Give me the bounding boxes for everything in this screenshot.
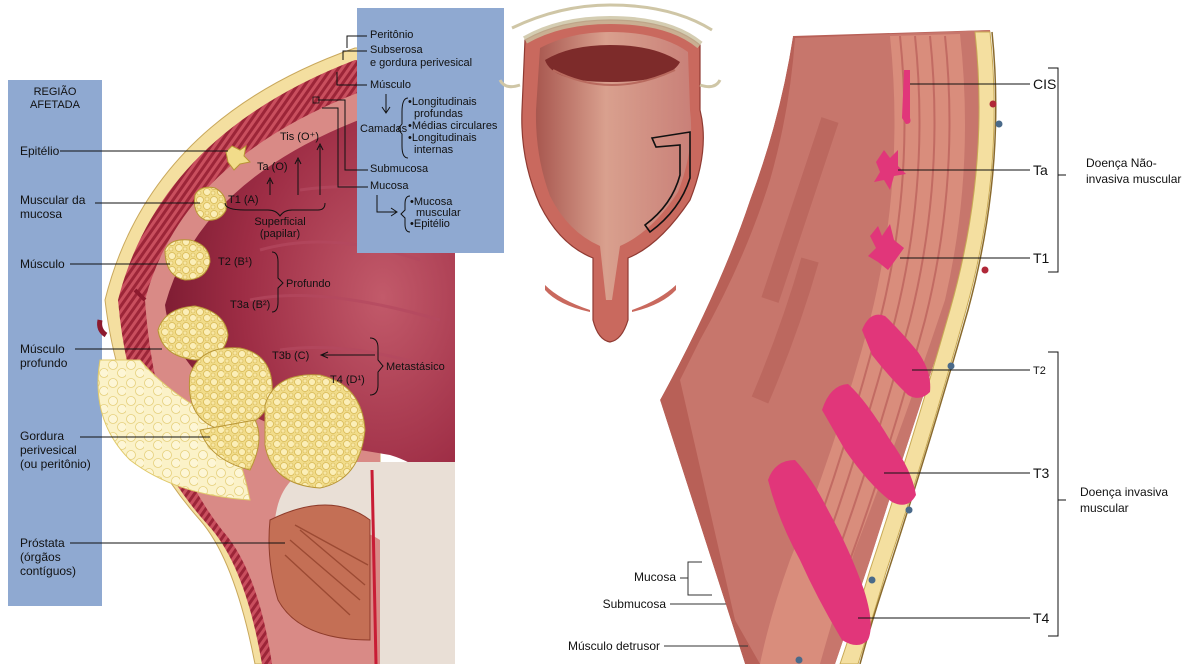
mucosa-layer-2: •Epitélio [410,218,450,230]
stage-t2: T2 (B¹) [218,256,252,268]
superficial-line-2: (papilar) [260,228,300,240]
muscle-layer-3: •Longitudinais [408,132,477,144]
non-invasive-line-1: Doença Não- [1086,156,1157,170]
layer-mucosa: Mucosa [370,180,409,192]
stage-tis: Tis (O⁺) [280,131,319,143]
tumor-t1 [194,187,226,220]
stage-ta-right: Ta [1033,162,1048,178]
muscle-layer-3b: internas [414,144,454,156]
region-muscle: Músculo [20,257,65,271]
stage-t2-right: T2 [1033,365,1046,377]
stage-metastatic: Metastásico [386,361,445,373]
region-fat-line-1: Gordura [20,429,64,443]
region-title-line-2: AFETADA [30,99,81,111]
invasive-line-2: muscular [1080,501,1129,515]
stage-cis-right: CIS [1033,76,1056,92]
stage-t4-right: T4 [1033,610,1050,626]
region-prostate-line-2: (órgãos [20,550,61,564]
layer-submucosa: Submucosa [370,163,429,175]
region-epithelium: Epitélio [20,144,60,158]
layer-mucosa-right: Mucosa [634,570,676,584]
stage-t4: T4 (D¹) [330,374,365,386]
region-title-line-1: REGIÃO [34,85,77,98]
layer-camadas: Camadas [360,123,408,135]
vessel [100,320,106,335]
region-prostate-line-3: contíguos) [20,564,76,578]
region-muscularis-mucosa-line-1: Muscular da [20,193,86,207]
stage-ta: Ta (O) [257,161,288,173]
stage-t1: T1 (A) [228,194,259,206]
stage-profundo: Profundo [286,278,331,290]
stage-t3b: T3b (C) [272,350,309,362]
non-invasive-line-2: invasiva muscular [1086,172,1181,186]
stage-t3-right: T3 [1033,465,1050,481]
layer-peritoneum: Peritônio [370,29,413,41]
muscle-layer-1b: profundas [414,108,463,120]
invasive-line-1: Doença invasiva [1080,485,1168,499]
bladder-cross-section [500,5,720,342]
region-deep-muscle-line-2: profundo [20,356,68,370]
layer-subserosa-line-1: Subserosa [370,44,423,56]
layer-submucosa-right: Submucosa [603,597,667,611]
region-muscularis-mucosa-line-2: mucosa [20,207,62,221]
region-fat-line-3: (ou peritônio) [20,457,91,471]
stage-t3a: T3a (B²) [230,299,270,311]
layer-muscle: Músculo [370,79,411,91]
tumor-t4 [265,375,365,488]
muscle-layer-2: •Médias circulares [408,120,498,132]
bracket-invasive [1048,352,1066,636]
layer-detrusor-right: Músculo detrusor [568,639,660,653]
superficial-line-1: Superficial [254,216,305,228]
stage-t1-right: T1 [1033,250,1050,266]
region-deep-muscle-line-1: Músculo [20,342,65,356]
region-fat-line-2: perivesical [20,443,77,457]
layer-subserosa-line-2: e gordura perivesical [370,57,472,69]
muscle-layer-1: •Longitudinais [408,96,477,108]
region-prostate-line-1: Próstata [20,536,65,550]
bracket-non-invasive [1048,68,1066,272]
